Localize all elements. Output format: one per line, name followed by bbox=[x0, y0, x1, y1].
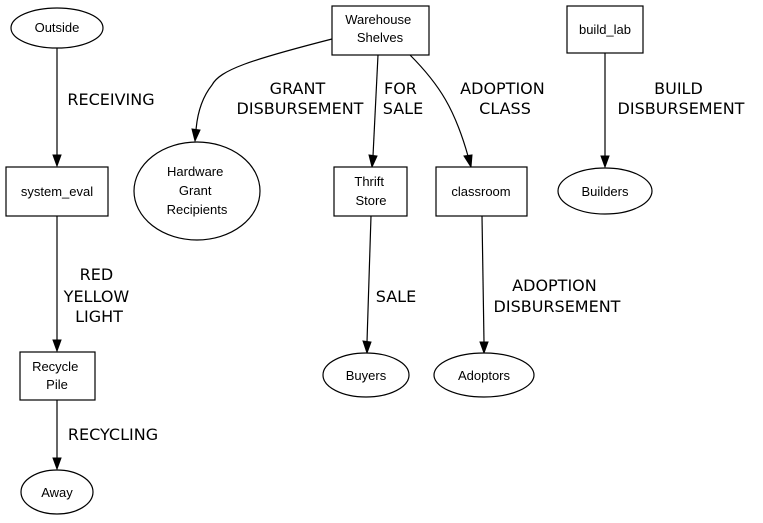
edge-label-for-sale: FOR SALE bbox=[383, 79, 423, 118]
edge-build-lab-to-builders: BUILD DISBURSEMENT bbox=[600, 53, 745, 169]
node-recycle-pile: Recycle Pile bbox=[19, 351, 96, 401]
edge-label-sale: SALE bbox=[376, 287, 416, 306]
node-buyers: Buyers bbox=[322, 352, 410, 398]
svg-text:Builders: Builders bbox=[582, 184, 629, 199]
svg-text:Away: Away bbox=[41, 485, 73, 500]
edge-label-grant-disbursement: GRANT DISBURSEMENT bbox=[237, 79, 364, 118]
edge-system-eval-to-recycle-pile: RED YELLOW LIGHT bbox=[52, 216, 135, 353]
edge-warehouse-to-classroom: ADOPTION CLASS bbox=[409, 54, 550, 169]
node-outside: Outside bbox=[10, 7, 104, 49]
svg-text:Hardware Grant Rec: Hardware Grant Recipients bbox=[167, 164, 228, 217]
svg-text:Adoptors: Adoptors bbox=[458, 368, 511, 383]
node-system-eval: system_eval bbox=[5, 166, 109, 217]
node-thrift-store: Thrift Store bbox=[333, 166, 408, 217]
edge-label-recycling: RECYCLING bbox=[68, 425, 158, 444]
svg-text:Warehouse Shelves: Warehouse Shelves bbox=[345, 12, 415, 45]
node-adoptors: Adoptors bbox=[433, 352, 535, 398]
node-hardware-grant-recipients: Hardware Grant Recipients bbox=[133, 141, 261, 241]
svg-text:classroom: classroom bbox=[451, 184, 510, 199]
node-builders: Builders bbox=[557, 167, 653, 215]
node-build-lab: build_lab bbox=[566, 5, 644, 54]
svg-text:Thrift Store: Thrift Store bbox=[354, 174, 387, 208]
svg-text:build_lab: build_lab bbox=[579, 22, 631, 37]
node-away: Away bbox=[20, 469, 94, 515]
edge-label-adoption-disbursement: ADOPTION DISBURSEMENT bbox=[494, 276, 621, 316]
edge-warehouse-to-grant-recipients: GRANT DISBURSEMENT bbox=[191, 38, 364, 143]
svg-text:Outside: Outside bbox=[35, 20, 80, 35]
svg-text:Buyers: Buyers bbox=[346, 368, 387, 383]
edge-outside-to-system-eval: RECEIVING bbox=[52, 48, 155, 168]
edge-label-build-disbursement: BUILD DISBURSEMENT bbox=[618, 79, 745, 118]
svg-text:system_eval: system_eval bbox=[21, 184, 93, 199]
edge-label-adoption-class: ADOPTION CLASS bbox=[460, 79, 550, 118]
node-warehouse-shelves: Warehouse Shelves bbox=[331, 5, 430, 56]
edge-thrift-store-to-buyers: SALE bbox=[362, 215, 416, 355]
edge-recycle-pile-to-away: RECYCLING bbox=[52, 400, 158, 471]
edge-label-receiving: RECEIVING bbox=[67, 90, 154, 109]
edge-label-red-yellow-light: RED YELLOW LIGHT bbox=[63, 265, 135, 326]
edge-classroom-to-adoptors: ADOPTION DISBURSEMENT bbox=[479, 215, 621, 355]
svg-text:Recycle Pile: Recycle Pile bbox=[32, 359, 82, 392]
edge-warehouse-to-thrift-store: FOR SALE bbox=[368, 54, 423, 169]
node-classroom: classroom bbox=[435, 166, 528, 217]
